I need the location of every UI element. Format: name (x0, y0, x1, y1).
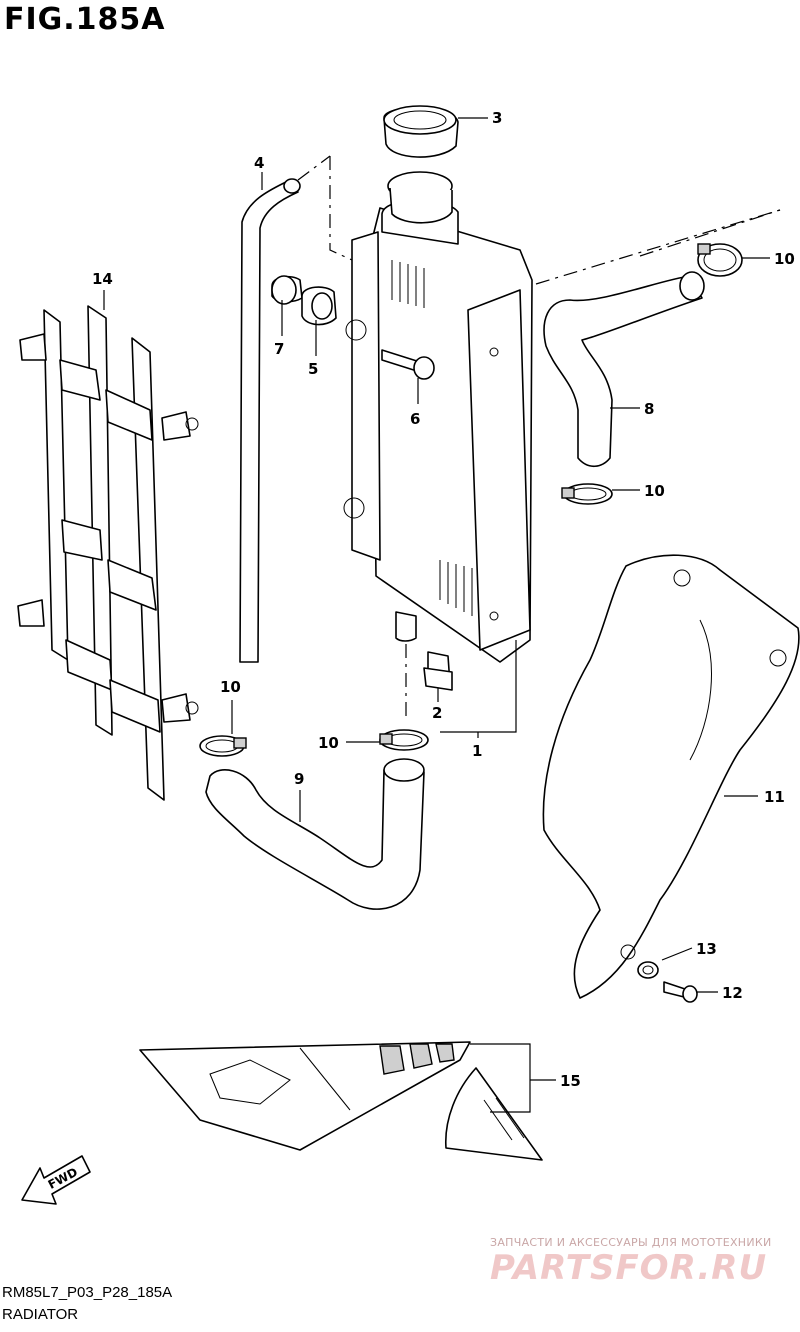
watermark-logo: PARTSFOR.RU (490, 1248, 768, 1288)
figure-title: FIG.185A (4, 2, 166, 37)
watermark-tagline: ЗАПЧАСТИ И АКСЕССУАРЫ ДЛЯ МОТОТЕХНИКИ (490, 1236, 772, 1249)
forward-direction-arrow: FWD (21, 1155, 91, 1205)
radiator-cap-part-3[interactable] (383, 105, 459, 158)
callout-15: 15 (560, 1072, 581, 1090)
hose-clamp-part-10-left[interactable] (199, 735, 247, 757)
collar-part-13[interactable] (637, 961, 659, 979)
clip-part-2[interactable] (423, 651, 453, 691)
hose-clamp-part-10-upper[interactable] (697, 243, 743, 277)
callout-9: 9 (294, 770, 304, 788)
cushion-part-5[interactable] (301, 286, 337, 326)
breather-hose-part-4[interactable] (239, 178, 301, 663)
leader-lines (103, 117, 770, 1113)
emblem-decal-part-15-large[interactable] (139, 1041, 471, 1151)
callout-4: 4 (254, 154, 264, 172)
callout-2: 2 (432, 704, 442, 722)
hose-clamp-part-10-lower[interactable] (379, 729, 429, 751)
hose-clamp-part-10-middle[interactable] (561, 483, 613, 505)
emblem-decal-part-15-small[interactable] (445, 1067, 543, 1161)
callout-12: 12 (722, 984, 743, 1002)
guide-line-breather-top (297, 155, 331, 181)
guide-line-breather (329, 156, 353, 261)
callout-14: 14 (92, 270, 113, 288)
bolt-part-12[interactable] (663, 981, 698, 1003)
callout-10-middle: 10 (644, 482, 665, 500)
guide-line-upper-hose-2 (639, 209, 781, 257)
callout-13: 13 (696, 940, 717, 958)
drawing-code: RM85L7_P03_P28_185A (2, 1284, 173, 1301)
bolt-part-6[interactable] (381, 349, 435, 380)
radiator-cover-part-11[interactable] (542, 554, 800, 999)
callout-3: 3 (492, 109, 502, 127)
callout-7: 7 (274, 340, 284, 358)
callout-11: 11 (764, 788, 785, 806)
callout-10-lower: 10 (318, 734, 339, 752)
radiator-hose-part-9[interactable] (205, 758, 425, 910)
grommet-part-7[interactable] (271, 275, 303, 305)
callout-6: 6 (410, 410, 420, 428)
callout-1: 1 (472, 742, 482, 760)
radiator-guard-part-14[interactable] (17, 305, 199, 801)
radiator-hose-part-8[interactable] (543, 271, 705, 468)
callout-5: 5 (308, 360, 318, 378)
section-name: RADIATOR (2, 1306, 79, 1323)
guide-line-upper-hose (535, 209, 781, 285)
radiator-assembly-part-1[interactable] (343, 171, 533, 663)
callout-10-upper: 10 (774, 250, 795, 268)
callout-8: 8 (644, 400, 654, 418)
callout-10-left: 10 (220, 678, 241, 696)
